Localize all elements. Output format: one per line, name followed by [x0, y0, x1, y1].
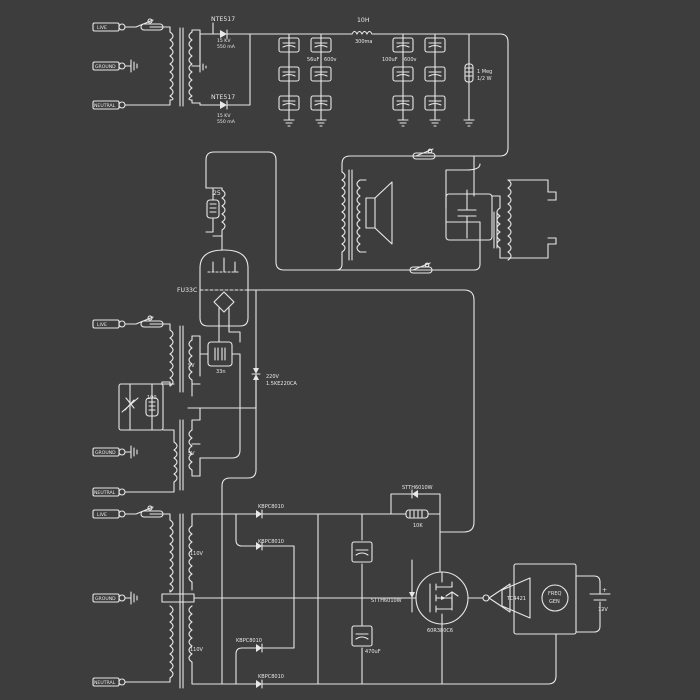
diode-label: KBPC8010 [258, 504, 284, 510]
switch-output-top [412, 148, 436, 160]
mosfet-label: 60R380C6 [427, 628, 453, 634]
cap-value: 56uF [307, 57, 320, 63]
cap-value: 100uF [382, 57, 398, 63]
battery-label: 12V [598, 607, 608, 613]
output-transformer [341, 169, 361, 261]
ground-symbol [130, 59, 138, 73]
winding-label: 5V [188, 451, 195, 457]
diode-spec: 550 mA [217, 119, 236, 125]
terminal-label: LIVE [97, 512, 107, 518]
diode-label: STTH6010W [371, 598, 402, 604]
mosfet-60r380c6: 60R380C6 [415, 531, 484, 634]
resistor-label: 10K [413, 523, 423, 529]
terminal-label: GROUND [95, 64, 116, 70]
terminal-label: NEUTRAL [94, 103, 116, 109]
cap-label: 470uF [365, 649, 381, 655]
terminal-label: NEUTRAL [94, 680, 116, 686]
capacitor-470uf: 470uF [317, 513, 411, 685]
switch-top [124, 18, 171, 31]
diode-stth-mid: STTH6010W [371, 559, 417, 613]
tube-stage: 25 FU33C 33n [92, 148, 557, 533]
terminal-live-bottom: LIVE [92, 505, 171, 519]
terminal-label: GROUND [95, 450, 116, 456]
terminal-label: LIVE [97, 322, 107, 328]
freq-label: GEN [549, 599, 560, 605]
diode-stth-top: STTH6010W [390, 485, 441, 533]
winding-label: 5V [188, 363, 195, 369]
diode-nte517-bottom: NTE517 15 KV 550 mA [199, 35, 251, 125]
cap-voltage: 600v [404, 57, 417, 63]
capacitor-bank-right: 100uF 600v [382, 33, 475, 127]
speaker-icon [359, 179, 393, 253]
driver-section: LIVE GROUND NEUTRAL 1 [92, 379, 611, 689]
driver-label: TC4421 [506, 596, 526, 602]
capacitor-bank-left: 56uF 600v [283, 33, 337, 127]
battery-minus: - [602, 606, 604, 613]
tvs-diode: 220V 1.5KE220CA [187, 289, 297, 409]
freq-gen: FREQ GEN [541, 584, 569, 612]
resistor-label: 1 Meg [477, 69, 492, 75]
terminal-ground-bottom: GROUND [92, 591, 138, 605]
gate-driver-tc4421: TC4421 [482, 563, 577, 635]
bridge-diode-1: KBPC8010 [249, 504, 363, 519]
diode-spec: 15 KV [217, 113, 231, 119]
resistor-label: 100 [147, 395, 157, 401]
terminal-label: LIVE [97, 25, 107, 31]
diode-nte517-top: NTE517 15 KV 550 mA [211, 16, 251, 50]
diode-label: KBPC8010 [258, 674, 284, 680]
diode-label: NTE517 [211, 94, 235, 101]
filament-transformer-2: 5V [173, 375, 241, 491]
inductor-label: 33n [216, 369, 226, 375]
tank-coil [491, 179, 557, 261]
capacitors [278, 37, 446, 111]
filament-transformer-1: 5V [161, 323, 201, 397]
vacuum-tube-fu33c: FU33C [177, 249, 249, 327]
resistor-label: 1/2 W [477, 76, 492, 82]
terminal-live-top: LIVE [92, 22, 126, 32]
variable-capacitor [445, 155, 493, 241]
diode-spec: 550 mA [217, 44, 236, 50]
terminal-ground-top: GROUND [92, 61, 126, 71]
terminal-label: NEUTRAL [94, 490, 116, 496]
tube-label: FU33C [177, 287, 197, 294]
bleeder-resistor: 1 Meg 1/2 W [464, 63, 492, 83]
resistor-10k: 10K [361, 509, 441, 529]
terminal-live-mid: LIVE [92, 315, 171, 329]
tvs-label: 220V [266, 374, 280, 380]
heater-resistor-network: 100 [118, 383, 175, 443]
terminal-ground-mid: GROUND [92, 445, 138, 459]
tvs-label: 1.5KE220CA [266, 381, 297, 387]
terminal-neutral-bottom: NEUTRAL [92, 677, 171, 687]
battery-plus: + [602, 587, 607, 594]
choke-10h: 10H 300ma [351, 17, 373, 45]
bridge-diode-4: KBPC8010 [221, 627, 443, 689]
cap-voltage: 600v [324, 57, 337, 63]
diode-label: NTE517 [211, 16, 235, 23]
freq-label: FREQ [548, 591, 562, 597]
terminal-label: GROUND [95, 596, 116, 602]
grid-resistor-25: 25 [205, 177, 226, 251]
top-supply: LIVE GROUND NEUTRAL [92, 16, 509, 173]
diode-spec: 15 KV [217, 38, 231, 44]
terminal-neutral-mid: NEUTRAL [92, 485, 175, 497]
terminal-neutral-top: NEUTRAL [92, 100, 126, 110]
choke-spec: 300ma [355, 39, 372, 45]
diode-label: STTH6010W [402, 485, 433, 491]
battery-12v: + - 12V [575, 575, 611, 633]
diode-label: KBPC8010 [236, 638, 262, 644]
bridge-diode-3: KBPC8010 [235, 597, 295, 685]
diode-label: KBPC8010 [258, 539, 284, 545]
winding-label: 110V [190, 551, 204, 557]
resistor-label: 25 [213, 190, 221, 197]
mains-transformer: 110V 110V [161, 513, 229, 689]
bridge-diode-2: KBPC8010 [235, 513, 295, 599]
winding-label: 110V [190, 647, 204, 653]
choke-label: 10H [357, 17, 370, 24]
filament-inductor-33n: 33n [207, 341, 233, 375]
switch-output-bottom [409, 262, 433, 274]
